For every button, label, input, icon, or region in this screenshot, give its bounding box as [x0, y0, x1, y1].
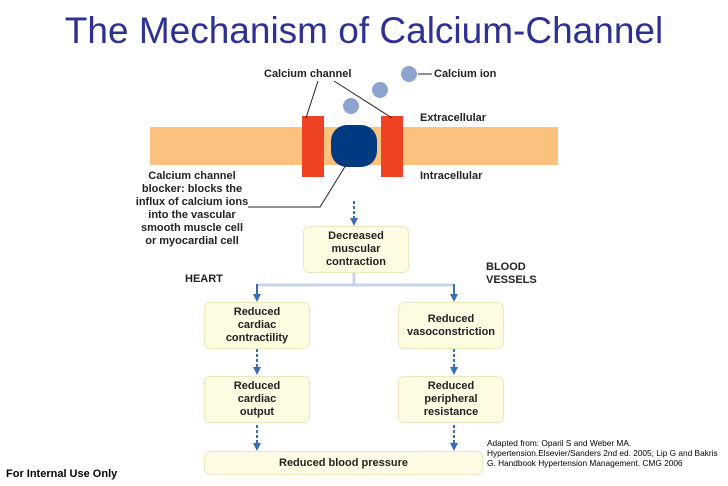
calcium-ion-1 — [401, 66, 417, 82]
calcium-ion-3 — [343, 98, 359, 114]
reduced-output-box: Reduced cardiac output — [204, 376, 310, 423]
decreased-contraction-box: Decreased muscular contraction — [303, 226, 409, 273]
calcium-ion-2 — [372, 82, 388, 98]
reduced-blood-pressure-box: Reduced blood pressure — [204, 451, 483, 475]
citation: Adapted from: Oparil S and Weber MA. Hyp… — [487, 438, 718, 468]
calcium-ion-label: Calcium ion — [434, 68, 497, 80]
reduced-contractility-box: Reduced cardiac contractility — [204, 302, 310, 349]
calcium-channel-left-wall — [302, 116, 324, 177]
calcium-channel-blocker — [331, 125, 377, 167]
reduced-vasoconstriction-box: Reduced vasoconstriction — [398, 302, 504, 349]
page-title: The Mechanism of Calcium-Channel — [64, 10, 664, 51]
blocker-description: Calcium channel blocker: blocks the infl… — [135, 170, 249, 247]
internal-use-footer: For Internal Use Only — [6, 468, 118, 480]
reduced-resistance-box: Reduced peripheral resistance — [398, 376, 504, 423]
heart-label: HEART — [185, 273, 223, 285]
intracellular-label: Intracellular — [420, 170, 483, 182]
calcium-channel-label: Calcium channel — [264, 68, 352, 80]
calcium-channel-right-wall — [381, 116, 403, 177]
blood-vessels-label: BLOOD VESSELS — [486, 261, 537, 286]
extracellular-label: Extracellular — [420, 112, 487, 124]
